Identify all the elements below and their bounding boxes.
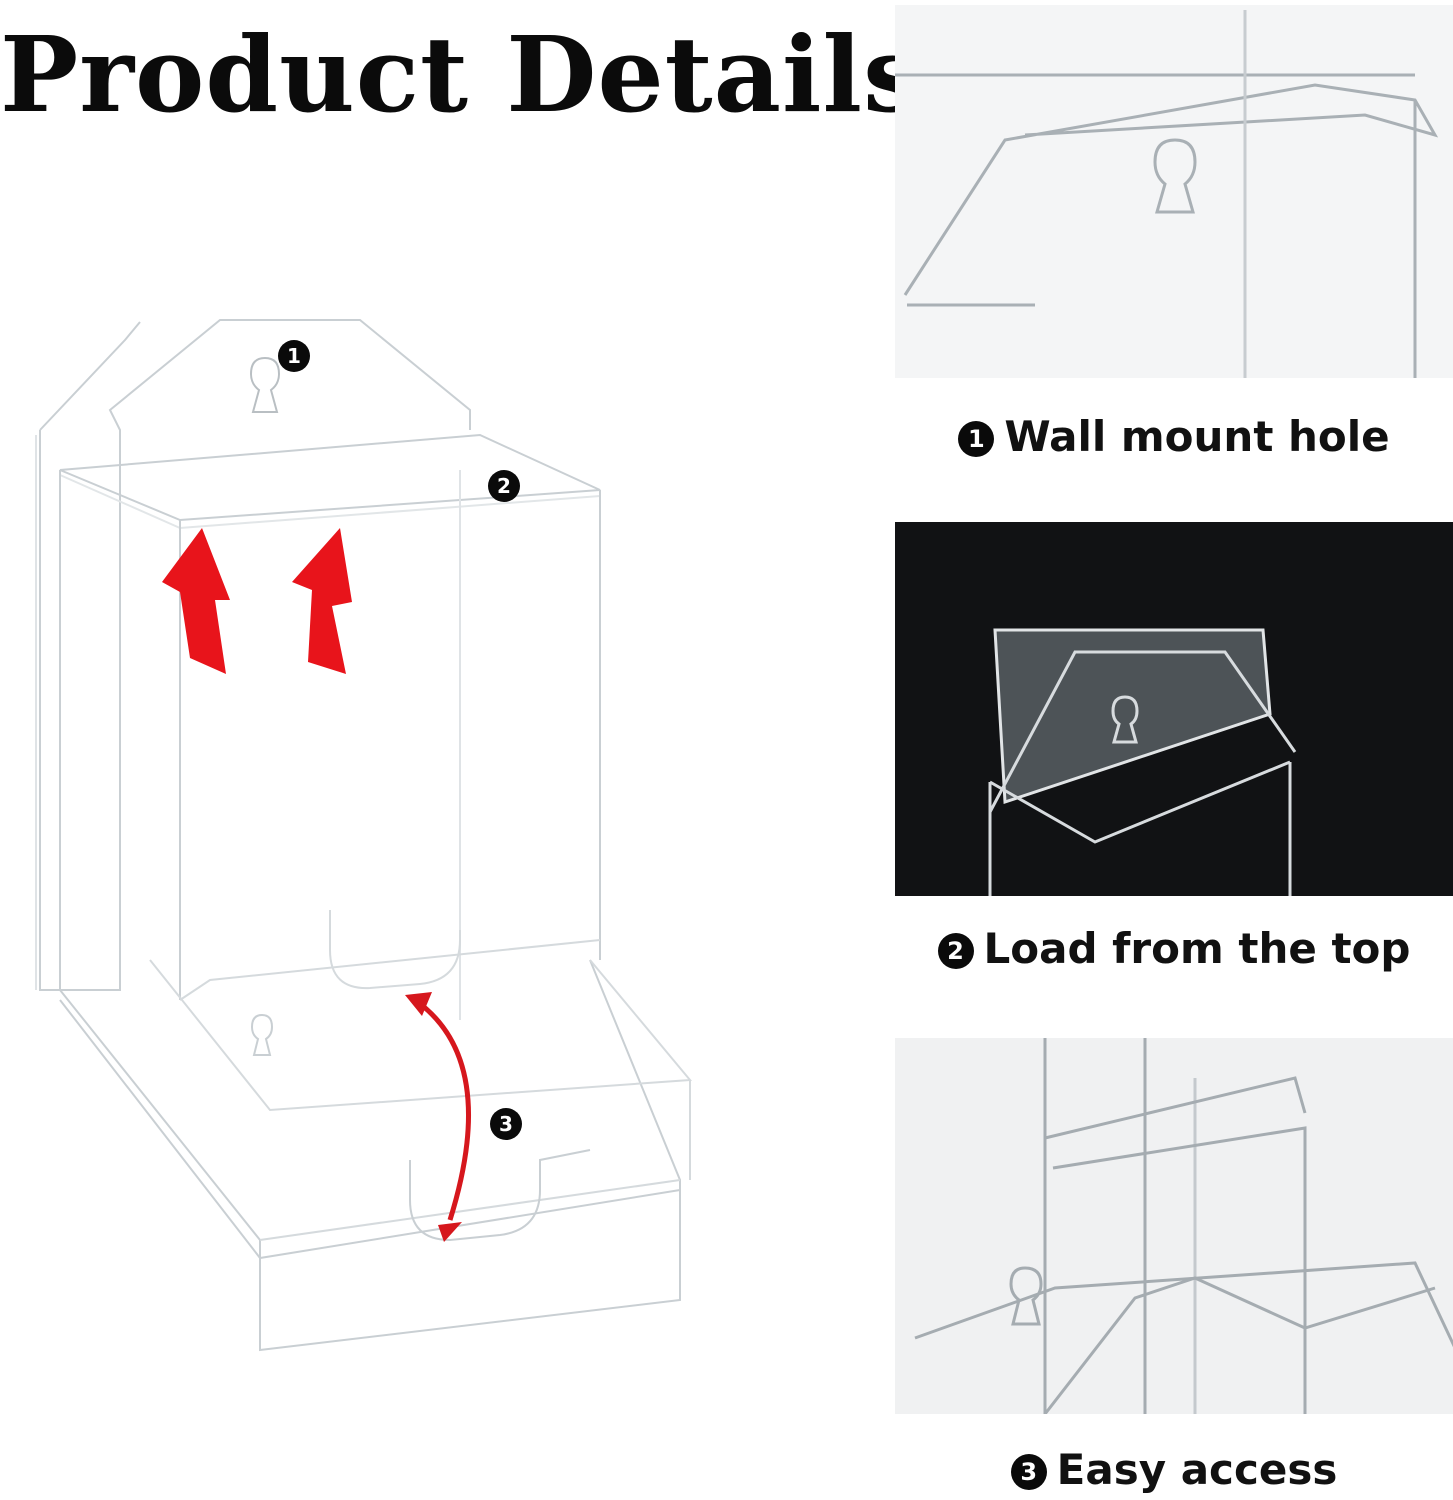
detail-photo-wall-mount <box>895 5 1453 378</box>
curved-arrow-icon <box>405 992 472 1242</box>
feature-number-1: 1 <box>958 421 995 457</box>
marker-easy-access: 3 <box>490 1108 522 1140</box>
feature-number-2: 2 <box>937 933 974 969</box>
page-title: Product Details <box>0 13 923 136</box>
product-illustration: 1 2 3 <box>30 300 710 1360</box>
marker-load-top: 2 <box>488 470 520 502</box>
acrylic-dispenser-drawing <box>35 319 693 1352</box>
detail-photo-load-top <box>895 522 1453 896</box>
marker-wall-mount: 1 <box>278 340 310 372</box>
arrows-up-icon <box>162 528 352 674</box>
feature-number-3: 3 <box>1010 1454 1047 1490</box>
detail-photo-easy-access <box>895 1038 1453 1414</box>
